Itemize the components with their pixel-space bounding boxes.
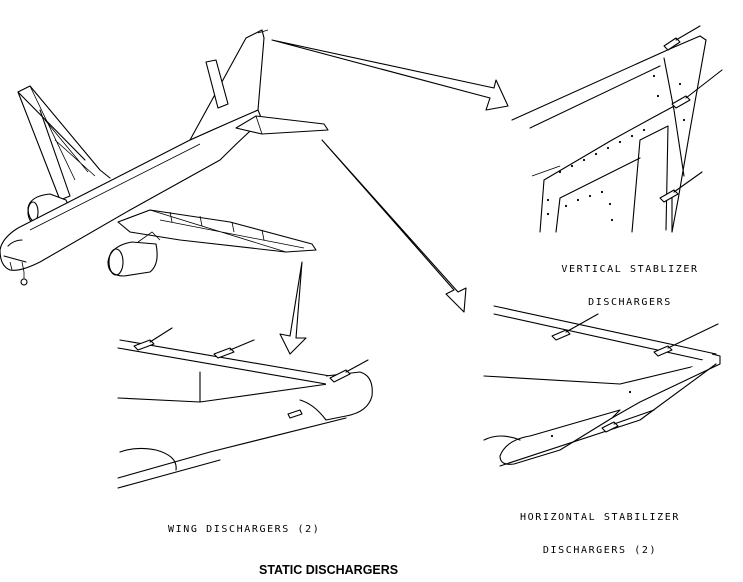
callout-arrows xyxy=(271,39,509,355)
airplane xyxy=(0,29,329,286)
horizontal-stabilizer-detail xyxy=(483,305,721,467)
vertical-label-line1: VERTICAL STABLIZER xyxy=(561,264,699,275)
wing-label: WING DISCHARGERS (2) xyxy=(168,502,321,546)
wing-label-line: WING DISCHARGERS (2) xyxy=(168,524,321,535)
figure-title: STATIC DISCHARGERS xyxy=(259,563,399,577)
horizontal-stabilizer-label: HORIZONTAL STABILIZER DISCHARGERS (2) xyxy=(520,490,680,567)
vertical-stabilizer-label: VERTICAL STABLIZER DISCHARGERS xyxy=(560,242,700,319)
vertical-stabilizer-detail xyxy=(511,25,723,233)
horizontal-label-line2: DISCHARGERS (2) xyxy=(542,545,658,556)
vertical-label-line2: DISCHARGERS xyxy=(588,297,672,308)
wing-detail xyxy=(117,327,373,489)
horizontal-label-line1: HORIZONTAL STABILIZER xyxy=(520,512,681,523)
